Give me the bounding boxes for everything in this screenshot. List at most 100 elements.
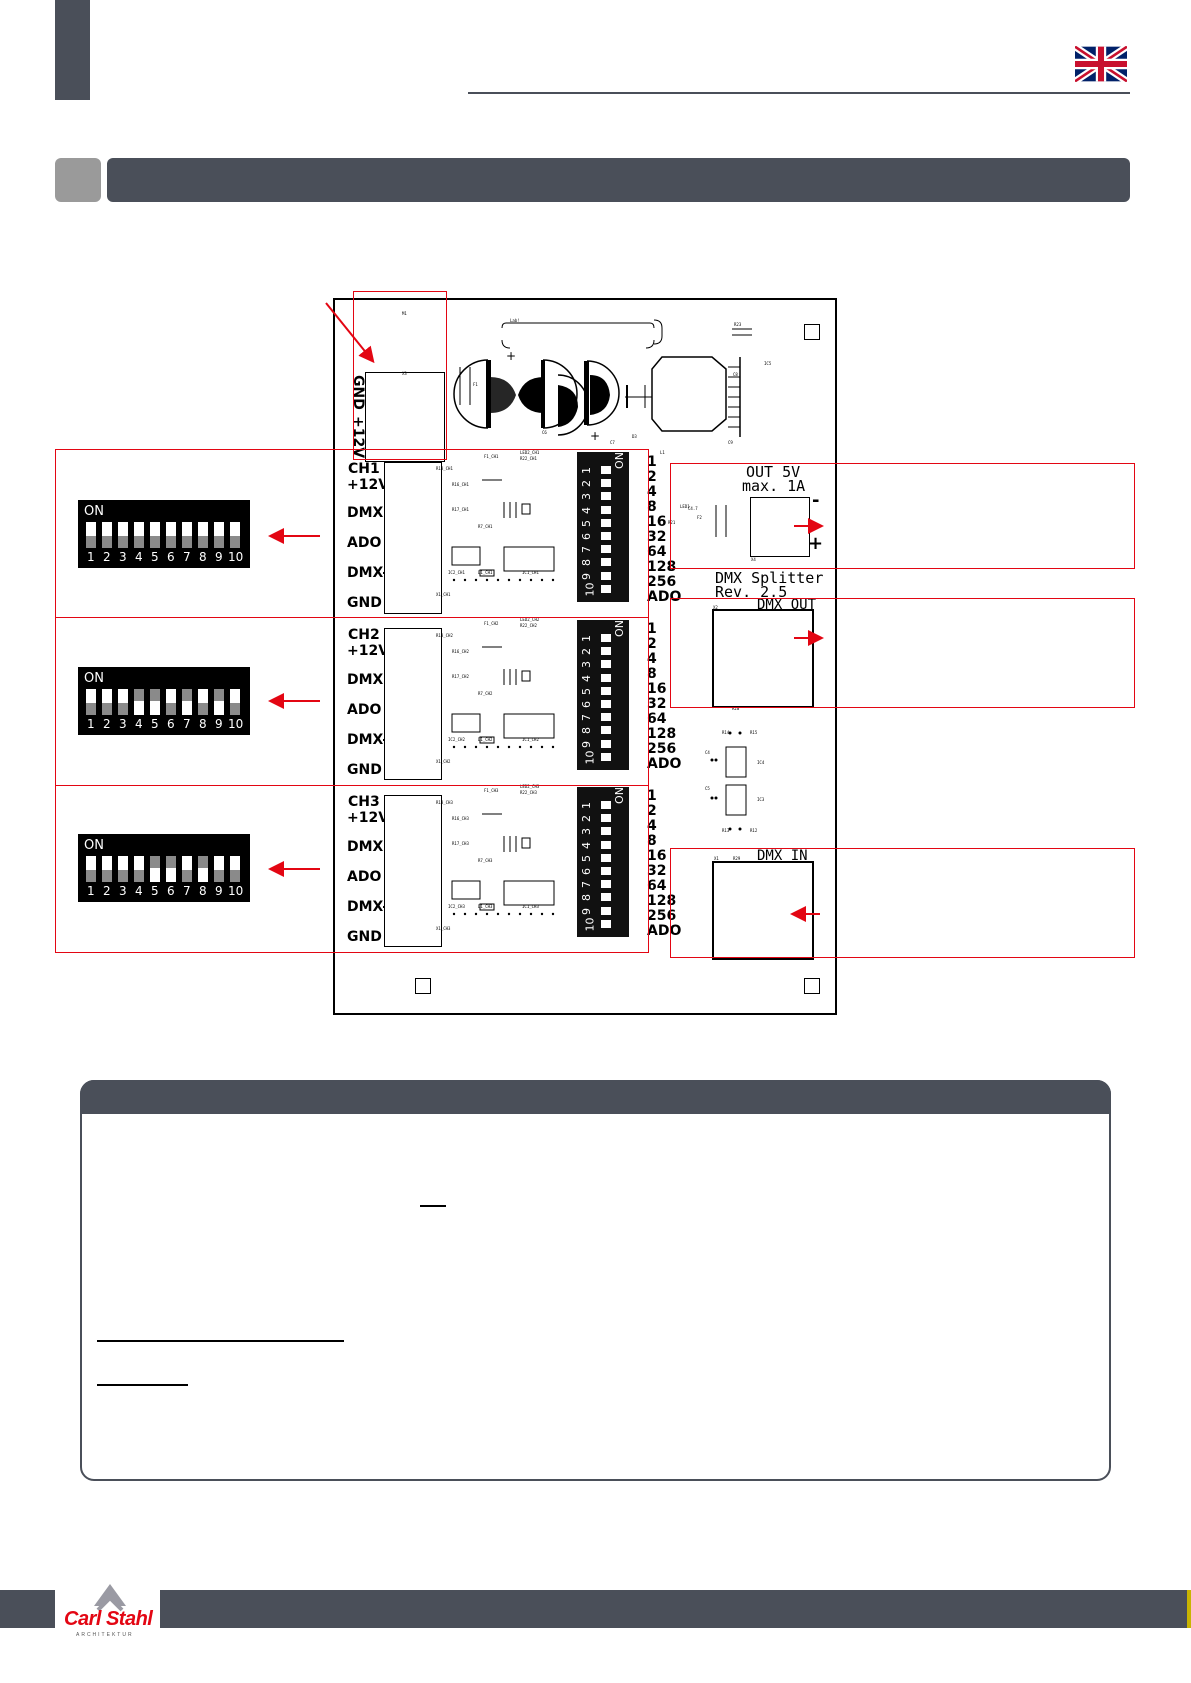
- silk-r18: R18_CH1: [436, 466, 453, 471]
- pcb-dip-toggle[interactable]: [601, 700, 611, 708]
- title-line2: Rev. 2.5: [715, 583, 788, 601]
- dip-switch-knob: [166, 522, 176, 536]
- silk-drawing: [451, 479, 555, 582]
- footer-bar: [160, 1590, 1191, 1628]
- pcb-dip-toggle[interactable]: [601, 726, 611, 735]
- dip-value: 32: [647, 696, 667, 712]
- r20-label: R20: [732, 706, 740, 711]
- pcb-dip-toggle[interactable]: [601, 660, 611, 669]
- ic3-label: IC3: [757, 797, 765, 802]
- ch2-pin-dmxm: DMX-: [347, 732, 389, 748]
- ch2-pin-gnd: GND: [347, 762, 382, 778]
- pcb-dip-toggle[interactable]: [601, 739, 611, 748]
- dip-number: 9: [215, 550, 223, 564]
- pcb-dip-toggle[interactable]: [601, 466, 611, 474]
- dip-value: ADO: [647, 923, 682, 939]
- pcb-dip-toggle[interactable]: [601, 673, 611, 682]
- silk-r16: R16_CH1: [452, 482, 469, 487]
- pcb-dip-toggle[interactable]: [601, 492, 611, 501]
- dip-number: 4: [135, 550, 143, 564]
- dip-switch-knob: [134, 701, 144, 715]
- pcb-dip-toggle[interactable]: [601, 571, 611, 580]
- pcb-dip-toggle[interactable]: [601, 814, 611, 823]
- footer-left-block: [0, 1590, 55, 1628]
- carl-stahl-logo[interactable]: Carl Stahl ARCHITEKTUR: [62, 1580, 158, 1646]
- pcb-dip-toggle[interactable]: [601, 752, 611, 761]
- pcb-dip-toggle[interactable]: [601, 906, 611, 915]
- dip-switch-knob: [182, 856, 192, 870]
- ch3-name: CH3: [348, 794, 380, 810]
- silk-led: LED2_CH1: [520, 450, 540, 455]
- dip-value: 16: [647, 514, 667, 530]
- silk-r18: R18_CH3: [436, 800, 453, 805]
- top-components: + +: [453, 319, 752, 443]
- dip-number: 8: [199, 717, 207, 731]
- info-underline-2: [97, 1340, 344, 1342]
- dip-number: 7: [183, 717, 191, 731]
- header-rule: [468, 92, 1130, 94]
- pcb-dip-toggle[interactable]: [601, 867, 611, 875]
- dip-switch-knob: [214, 856, 224, 870]
- silk-d1: D1_CH3: [478, 904, 493, 909]
- pcb-dip-toggle[interactable]: [601, 686, 611, 695]
- pcb-dip-toggle[interactable]: [601, 518, 611, 527]
- pcb-dip-toggle[interactable]: [601, 505, 611, 514]
- silk-x1: X1_CH2: [436, 759, 451, 764]
- pcb-dip-toggle[interactable]: [601, 647, 611, 656]
- dip-switch-knob: [86, 856, 96, 870]
- pcb-dip-toggle[interactable]: [601, 801, 611, 809]
- dip-value: 64: [647, 711, 667, 727]
- pcb-dip-toggle[interactable]: [601, 893, 611, 902]
- ch1-pin-gnd: GND: [347, 595, 382, 611]
- silk-r16: R16_CH3: [452, 816, 469, 821]
- ch1-pin-dmxp: DMX+: [347, 505, 396, 521]
- c9-label: C9: [728, 440, 733, 445]
- silk-led: LED2_CH3: [520, 784, 540, 789]
- silk-ic1: IC1_CH1: [522, 570, 539, 575]
- pcb-dip-toggle[interactable]: [601, 479, 611, 488]
- dip-number: 8: [199, 550, 207, 564]
- pcb-dip-toggle[interactable]: [601, 558, 611, 567]
- silk-d1: D1_CH2: [478, 737, 493, 742]
- pcb-dip-toggle[interactable]: [601, 880, 611, 889]
- pcb-dip-toggle[interactable]: [601, 634, 611, 642]
- dip-switch-knob: [134, 522, 144, 536]
- dip-number: 2: [103, 884, 111, 898]
- x3-label: X3: [402, 371, 407, 376]
- pcb-dip-toggle[interactable]: [601, 919, 611, 928]
- red-arrows: [268, 302, 824, 922]
- ch3-pin-dmxp: DMX+: [347, 839, 396, 855]
- dip-value: 2: [647, 469, 657, 485]
- out5v-sub: max. 1A: [742, 477, 806, 495]
- dip-switch-knob: [150, 701, 160, 715]
- pcb-dip-toggle[interactable]: [601, 853, 611, 862]
- silk-drawing: [451, 813, 555, 916]
- ic4-label: IC4: [757, 760, 765, 765]
- dip-number: 6: [167, 550, 175, 564]
- dip-number: 3: [119, 717, 127, 731]
- info-panel: [80, 1080, 1111, 1481]
- led1-label: LED1: [680, 504, 690, 509]
- dip-switch-knob: [230, 522, 240, 536]
- dip-number: 1: [87, 717, 95, 731]
- dip-switch-knob: [86, 689, 96, 703]
- dip-value: 8: [647, 666, 657, 682]
- r14-label: R14: [722, 730, 730, 735]
- pcb-dip-toggle[interactable]: [601, 584, 611, 593]
- ch1-pin-dmxm: DMX-: [347, 565, 389, 581]
- dmx-in-r-label: R29: [733, 856, 741, 861]
- pcb-dip-toggle[interactable]: [601, 532, 611, 540]
- ch3-pin-12v: +12V: [347, 810, 390, 826]
- dip-value: 8: [647, 499, 657, 515]
- highlight-dmx-in: [670, 848, 1135, 958]
- pcb-dip-toggle[interactable]: [601, 713, 611, 722]
- dip-number: 6: [167, 717, 175, 731]
- pcb-dip-toggle[interactable]: [601, 827, 611, 836]
- pcb-dip-toggle[interactable]: [601, 545, 611, 554]
- pcb-dip-toggle[interactable]: [601, 840, 611, 849]
- uk-flag-icon[interactable]: [1073, 43, 1129, 85]
- highlight-dmx-out: [670, 598, 1135, 708]
